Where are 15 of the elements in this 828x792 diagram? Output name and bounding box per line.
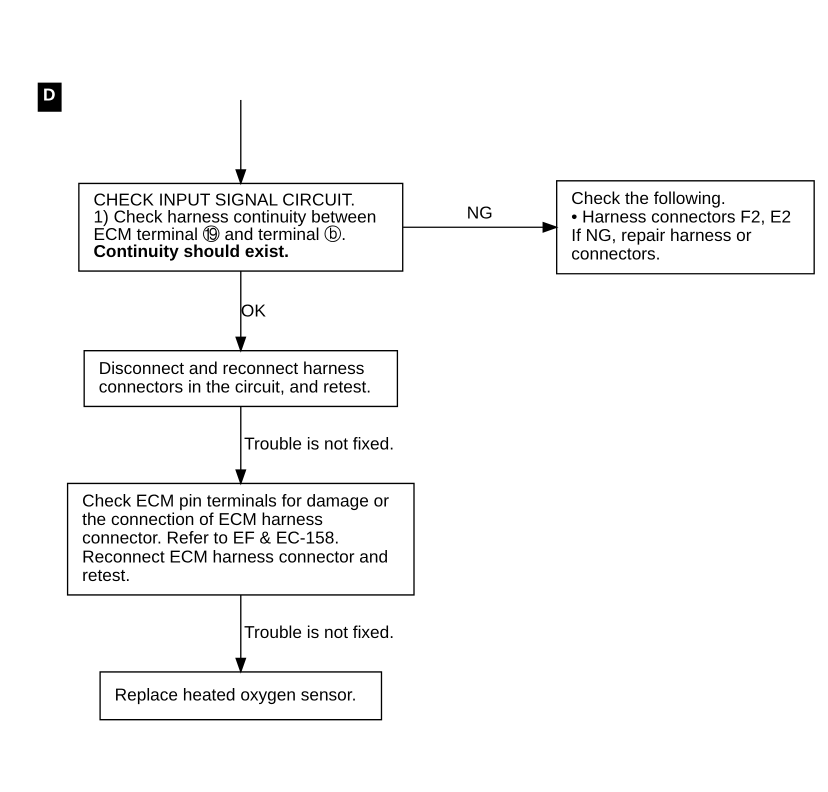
node-box: CHECK INPUT SIGNAL CIRCUIT. 1) Check harness continuity between ECM terminal ⑲ and terminal ⓑ. Continuity should exist. xyxy=(78,182,404,272)
node-box: Check ECM pin terminals for damage or the connection of ECM harness connector. Refer to EF & EC-158. Reconnect ECM harness connector and retest. xyxy=(66,482,415,596)
label: D xyxy=(43,84,56,104)
arrow xyxy=(235,270,246,352)
edge-label: Trouble is not fixed. xyxy=(244,432,394,453)
arrow xyxy=(235,594,246,674)
node-box: Check the following. • Harness connectors F2, E2 If NG, repair harness or connectors. xyxy=(556,180,815,274)
node-box: Disconnect and reconnect harness connectors in the circuit, and retest. xyxy=(84,350,398,407)
edge-label: OK xyxy=(240,300,266,320)
arrow xyxy=(403,221,558,232)
edge-label: NG xyxy=(466,202,493,222)
edge-label: Trouble is not fixed. xyxy=(244,621,394,642)
arrow xyxy=(235,406,246,485)
node-box: Replace heated oxygen sensor. xyxy=(99,670,382,720)
arrow xyxy=(235,99,246,185)
